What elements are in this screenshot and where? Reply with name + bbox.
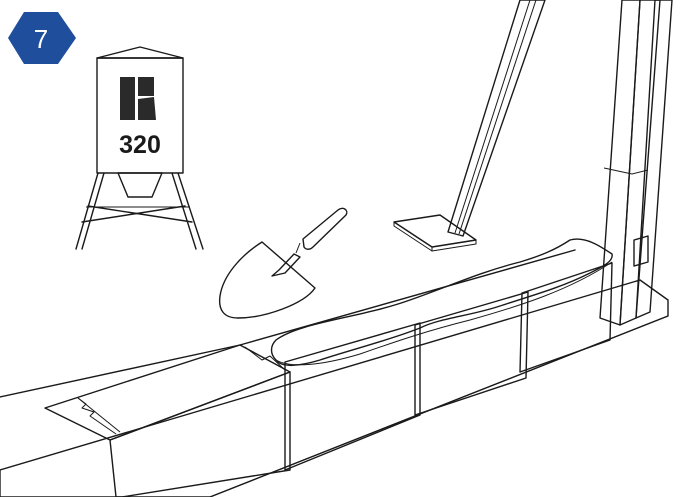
trowel-icon: [218, 207, 348, 319]
mortar-silo: 320: [75, 46, 204, 250]
block-wall: [0, 249, 669, 497]
silo-body: [96, 57, 184, 174]
silo-legs: [75, 172, 204, 250]
step-badge: 7: [8, 12, 76, 64]
mortar-bed: [270, 238, 613, 366]
product-logo-icon: [120, 77, 156, 120]
silo-label: 320: [119, 131, 161, 159]
wall-block: [44, 344, 291, 441]
step-badge-hexagon: [8, 12, 76, 64]
step-number: 7: [34, 24, 48, 54]
column-formwork: [599, 0, 673, 326]
adjustable-prop: [393, 0, 546, 252]
silo-roof: [96, 46, 184, 59]
silo-hopper: [117, 172, 163, 198]
